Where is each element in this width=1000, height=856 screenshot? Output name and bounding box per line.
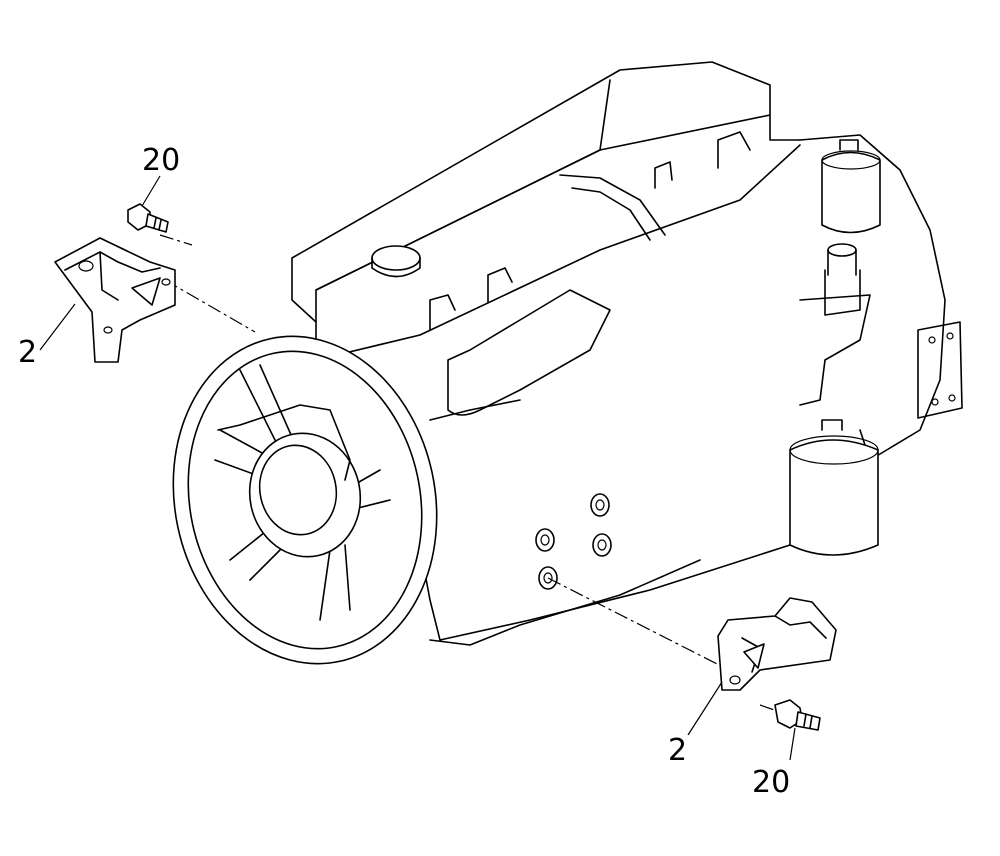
leader-lines	[159, 234, 781, 713]
cooling-fan	[172, 335, 438, 665]
bolt-top	[127, 203, 169, 233]
callout-leaders	[39, 175, 796, 761]
mount-bracket-left	[54, 237, 176, 363]
callout-label-bracket-bottom: 2	[668, 733, 687, 768]
callout-label-bracket-left: 2	[18, 335, 37, 370]
engine-block	[291, 61, 963, 646]
mount-bracket-bottom	[717, 597, 837, 691]
callout-label-bolt-bottom: 20	[752, 765, 790, 800]
callout-label-bolt-top: 20	[142, 143, 180, 178]
bolt-bottom	[774, 699, 821, 731]
